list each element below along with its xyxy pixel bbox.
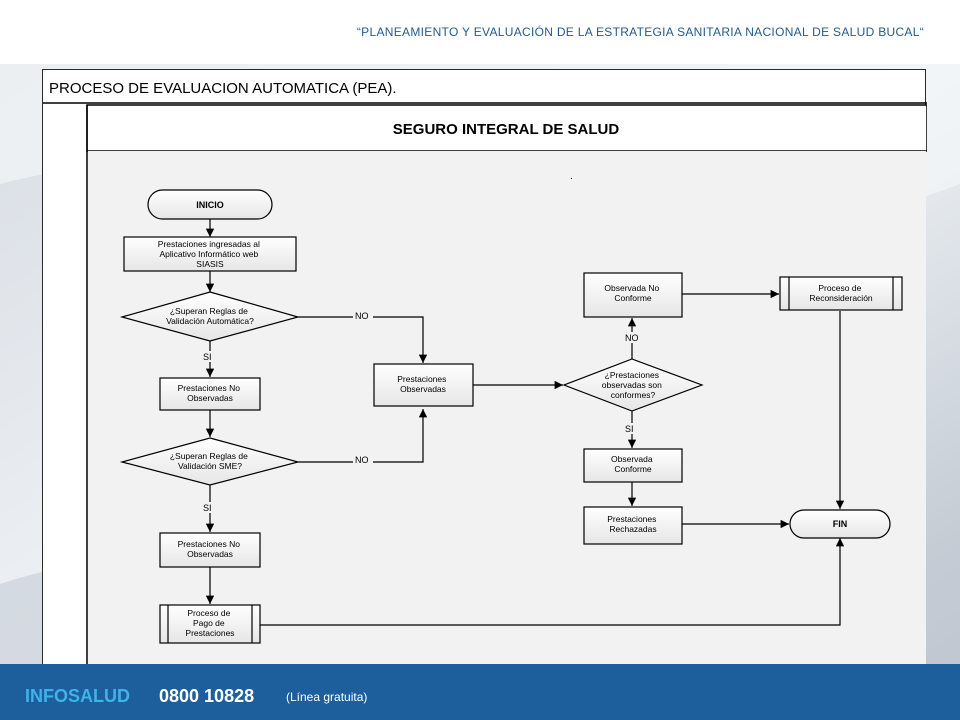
stray-dot: .: [570, 171, 573, 182]
decision-observadas-conformes: ¿Prestaciones observadas son conformes?: [562, 358, 704, 412]
svg-text:Proceso de Reconsidera: Proceso de Reconsideración: [809, 283, 873, 303]
node-prestaciones-observadas: Prestaciones Observadas: [373, 363, 474, 407]
svg-text:Prestaciones No Observ: Prestaciones No Observadas: [178, 383, 243, 403]
node-text-line: Validación SME?: [178, 461, 242, 471]
node-text-line: Prestaciones ingresadas al: [158, 239, 260, 249]
node-text-line: Proceso de: [187, 608, 230, 618]
node-fin-label: FIN: [833, 519, 848, 529]
node-text-line: Validación Automática?: [166, 316, 254, 326]
node-text-line: Prestaciones: [397, 374, 446, 384]
node-text-line: Observadas: [187, 393, 233, 403]
node-prestaciones-no-observadas-1: Prestaciones No Observadas: [159, 377, 261, 411]
edge-label-no: NO: [355, 311, 369, 321]
node-text-line: Observadas: [187, 549, 233, 559]
node-text-line: conformes?: [611, 390, 656, 400]
edge-label-no: NO: [355, 455, 369, 465]
node-text-line: Prestaciones No: [178, 383, 241, 393]
node-text-line: Prestaciones No: [178, 539, 241, 549]
svg-text:¿Superan Reglas de Val: ¿Superan Reglas de Validación SME?: [170, 451, 250, 471]
process-title: PROCESO DE EVALUACION AUTOMATICA (PEA).: [49, 80, 397, 97]
edge-label-si: SI: [203, 503, 212, 513]
footer-note: (Línea gratuita): [286, 690, 368, 704]
header: “PLANEAMIENTO Y EVALUACIÓN DE LA ESTRATE…: [0, 0, 960, 64]
node-proceso-reconsideracion: Proceso de Reconsideración: [779, 276, 903, 311]
svg-text:Prestaciones No Observ: Prestaciones No Observadas: [178, 539, 243, 559]
footer-bar: INFOSALUD 0800 10828 (Línea gratuita): [0, 664, 960, 720]
node-observada-conforme: Observada Conforme: [583, 448, 683, 483]
node-text-line: Reconsideración: [809, 293, 873, 303]
node-text-line: Proceso de: [818, 283, 861, 293]
decision-reglas-sme: ¿Superan Reglas de Validación SME?: [119, 437, 301, 486]
decision-reglas-automatica: ¿Superan Reglas de Validación Automática…: [119, 291, 301, 342]
footer-brand: INFOSALUD: [25, 686, 130, 706]
node-text-line: Conforme: [614, 464, 652, 474]
svg-text:Prestaciones ingresadas al: Prestaciones ingresadas al Aplicativo In…: [158, 239, 262, 269]
presentation-title: “PLANEAMIENTO Y EVALUACIÓN DE LA ESTRATE…: [356, 25, 924, 39]
svg-text:Proceso de Pago de: Proceso de Pago de Prestaciones: [185, 608, 234, 638]
node-inicio: INICIO: [147, 189, 273, 220]
svg-text:Observada No Conforme: Observada No Conforme: [604, 283, 661, 303]
node-text-line: Rechazadas: [609, 524, 656, 534]
svg-text:¿Prestaciones observad: ¿Prestaciones observadas son conformes?: [602, 370, 664, 400]
node-fin: FIN: [789, 509, 891, 539]
node-text-line: SIASIS: [196, 259, 224, 269]
node-proceso-pago: Proceso de Pago de Prestaciones: [159, 604, 261, 644]
lane-title: SEGURO INTEGRAL DE SALUD: [393, 121, 620, 138]
svg-text:Prestaciones Observada: Prestaciones Observadas: [397, 374, 449, 394]
node-text-line: ¿Superan Reglas de: [170, 306, 248, 316]
node-text-line: Prestaciones: [607, 514, 656, 524]
node-text-line: observadas son: [602, 380, 662, 390]
node-observada-no-conforme: Observada No Conforme: [583, 272, 683, 318]
edge-label-si: SI: [625, 424, 634, 434]
node-prestaciones-no-observadas-2: Prestaciones No Observadas: [159, 532, 261, 568]
node-text-line: Aplicativo Informático web: [159, 249, 258, 259]
node-text-line: Observadas: [400, 384, 446, 394]
node-text-line: Observada No: [604, 283, 659, 293]
svg-text:Prestaciones Rechazada: Prestaciones Rechazadas: [607, 514, 659, 534]
node-prestaciones-ingresadas: Prestaciones ingresadas al Aplicativo In…: [123, 236, 297, 272]
footer-phone: 0800 10828: [159, 686, 255, 706]
edge-label-si: SI: [203, 352, 212, 362]
flowchart-frame: PROCESO DE EVALUACION AUTOMATICA (PEA). …: [42, 69, 927, 668]
svg-text:¿Superan Reglas de Val: ¿Superan Reglas de Validación Automática…: [166, 306, 254, 326]
edge-label-no: NO: [625, 333, 639, 343]
node-text-line: ¿Superan Reglas de: [170, 451, 248, 461]
node-text-line: Conforme: [614, 293, 652, 303]
connectors: [205, 219, 845, 626]
flowchart-svg: PROCESO DE EVALUACION AUTOMATICA (PEA). …: [43, 80, 927, 668]
edge-labels: NO SI NO SI NO SI: [201, 310, 643, 513]
node-text-line: Observada: [611, 454, 653, 464]
node-inicio-label: INICIO: [196, 200, 224, 210]
node-text-line: Pago de: [193, 618, 225, 628]
svg-text:Observada Conforme: Observada Conforme: [611, 454, 655, 474]
node-prestaciones-rechazadas: Prestaciones Rechazadas: [583, 506, 683, 545]
node-text-line: ¿Prestaciones: [605, 370, 659, 380]
node-text-line: Prestaciones: [185, 628, 234, 638]
lane-header: [86, 104, 927, 152]
